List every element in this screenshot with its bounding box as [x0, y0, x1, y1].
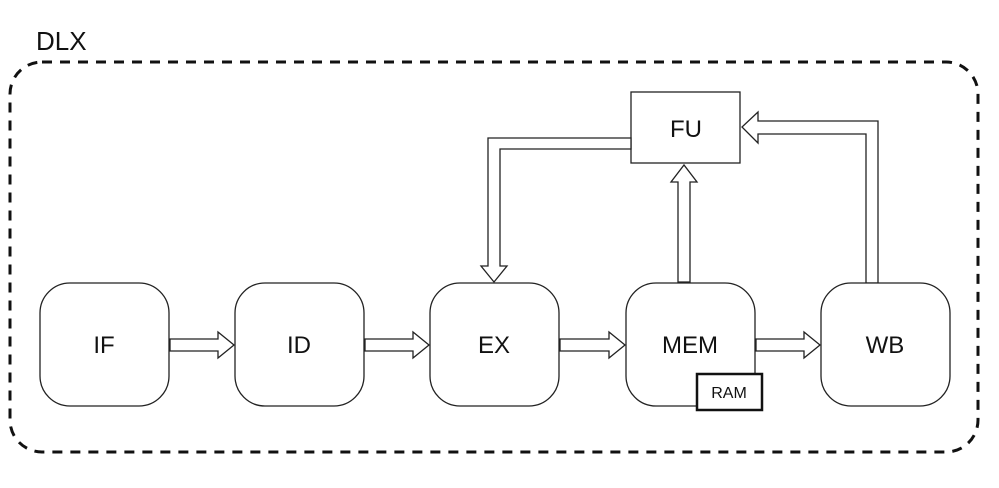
dlx-container [8, 60, 980, 454]
arrow-mem-to-wb [755, 330, 822, 360]
stage-ex-box [429, 282, 560, 407]
stage-id-box [234, 282, 365, 407]
fu-box [630, 91, 741, 164]
stage-wb-label: WB [866, 332, 905, 359]
diagram-title: DLX [36, 26, 87, 56]
arrow-ex-to-mem [559, 330, 627, 360]
stage-wb-box [820, 282, 951, 407]
stage-if-box [39, 282, 170, 407]
ram-box [695, 372, 764, 412]
arrow-fu-to-ex [479, 137, 632, 284]
stage-mem-label: MEM [662, 332, 718, 359]
arrow-id-to-ex [364, 330, 431, 360]
arrow-wb-to-fu [741, 110, 879, 284]
ram-label: RAM [711, 385, 747, 402]
arrow-if-to-id [169, 330, 236, 360]
stage-id-label: ID [287, 332, 311, 359]
stage-if-label: IF [93, 332, 114, 359]
arrow-mem-to-fu [669, 163, 699, 283]
fu-label: FU [670, 116, 702, 143]
stage-ex-label: EX [478, 332, 510, 359]
